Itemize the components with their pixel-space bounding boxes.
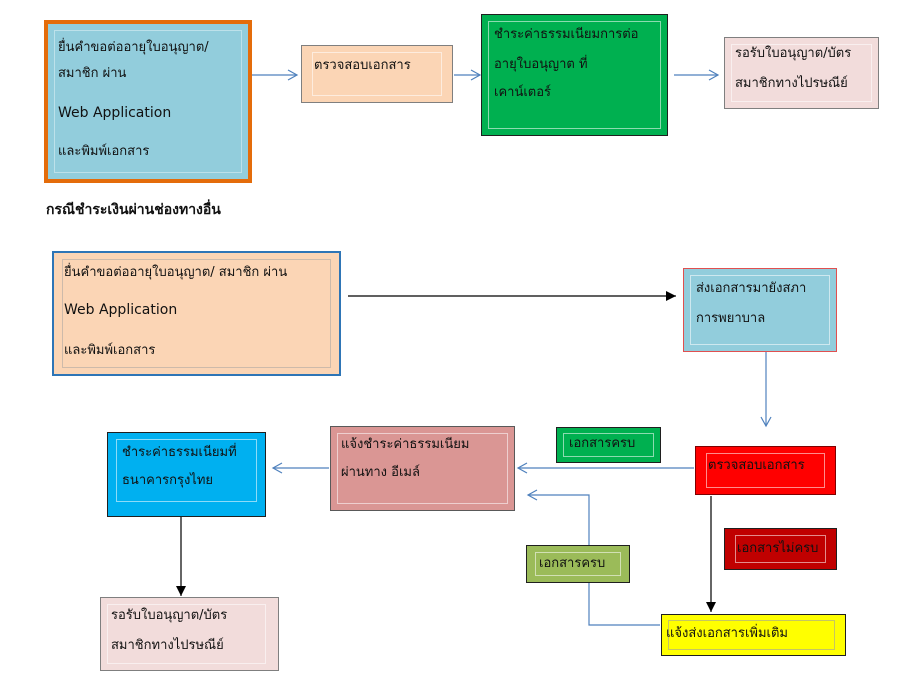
flow1-receive-box: รอรับใบอนุญาต/บัตร สมาชิกทางไปรษณีย์ [724, 37, 879, 109]
flow1-submit-line3: Web Application [58, 105, 172, 121]
flow2-submit-line1: ยื่นคำขอต่ออายุใบอนุญาต/ สมาชิก ผ่าน [64, 265, 288, 280]
flow1-receive-line2: สมาชิกทางไปรษณีย์ [735, 76, 848, 91]
flow2-send-line1: ส่งเอกสารมายังสภา [696, 281, 807, 296]
flow2-request-more-text: แจ้งส่งเอกสารเพิ่มเติม [666, 626, 789, 641]
flow2-notify-fee-box: แจ้งชำระค่าธรรมเนียม ผ่านทาง อีเมล์ [330, 426, 515, 511]
flow1-receive-line1: รอรับใบอนุญาต/บัตร [735, 46, 852, 61]
flow2-incomplete-label-text: เอกสารไม่ครบ [737, 541, 819, 556]
flow2-pay-bank-line2: ธนาคารกรุงไทย [122, 473, 214, 488]
flow2-submit-line2: Web Application [64, 302, 178, 318]
flow2-incomplete-label: เอกสารไม่ครบ [724, 528, 837, 570]
flow2-pay-bank-line1: ชำระค่าธรรมเนียมที่ [122, 445, 237, 460]
flow2-submit-box: ยื่นคำขอต่ออายุใบอนุญาต/ สมาชิก ผ่าน Web… [52, 251, 341, 376]
flow1-pay-line3: เคาน์เตอร์ [494, 85, 552, 100]
flow1-pay-line2: อายุใบอนุญาต ที่ [494, 57, 588, 72]
flow2-check-box: ตรวจสอบเอกสาร [695, 446, 836, 495]
flow1-pay-box: ชำระค่าธรรมเนียมการต่อ อายุใบอนุญาต ที่ … [481, 14, 668, 136]
flow1-submit-line2: สมาชิก ผ่าน [58, 66, 127, 81]
flow1-pay-line1: ชำระค่าธรรมเนียมการต่อ [494, 27, 639, 42]
flow2-check-label: ตรวจสอบเอกสาร [708, 458, 805, 473]
flow1-submit-box: ยื่นคำขอต่ออายุใบอนุญาต/ สมาชิก ผ่าน Web… [44, 20, 252, 183]
flow2-receive-line1: รอรับใบอนุญาต/บัตร [111, 608, 228, 623]
flow2-send-line2: การพยาบาล [696, 311, 766, 326]
flow2-notify-fee-line1: แจ้งชำระค่าธรรมเนียม [341, 437, 470, 452]
flow2-receive-box: รอรับใบอนุญาต/บัตร สมาชิกทางไปรษณีย์ [100, 597, 279, 671]
flow2-receive-line2: สมาชิกทางไปรษณีย์ [111, 638, 224, 653]
flow2-pay-bank-box: ชำระค่าธรรมเนียมที่ ธนาคารกรุงไทย [107, 432, 266, 517]
section2-heading: กรณีชำระเงินผ่านช่องทางอื่น [46, 202, 221, 218]
flow2-complete-label-top: เอกสารครบ [556, 427, 661, 463]
flow2-complete-label-bottom: เอกสารครบ [526, 545, 630, 583]
flow2-send-box: ส่งเอกสารมายังสภา การพยาบาล [683, 268, 837, 352]
flow1-submit-line1: ยื่นคำขอต่ออายุใบอนุญาต/ [58, 40, 209, 55]
flow1-check-label: ตรวจสอบเอกสาร [314, 58, 411, 73]
flow1-submit-line4: และพิมพ์เอกสาร [58, 144, 150, 159]
flow1-check-box: ตรวจสอบเอกสาร [301, 45, 453, 103]
flow2-request-more-box: แจ้งส่งเอกสารเพิ่มเติม [661, 614, 846, 656]
flow2-notify-fee-line2: ผ่านทาง อีเมล์ [341, 465, 420, 480]
flow2-complete-label-bottom-text: เอกสารครบ [539, 556, 606, 571]
flow2-submit-line3: และพิมพ์เอกสาร [64, 343, 156, 358]
flow2-complete-label-top-text: เอกสารครบ [569, 436, 636, 451]
